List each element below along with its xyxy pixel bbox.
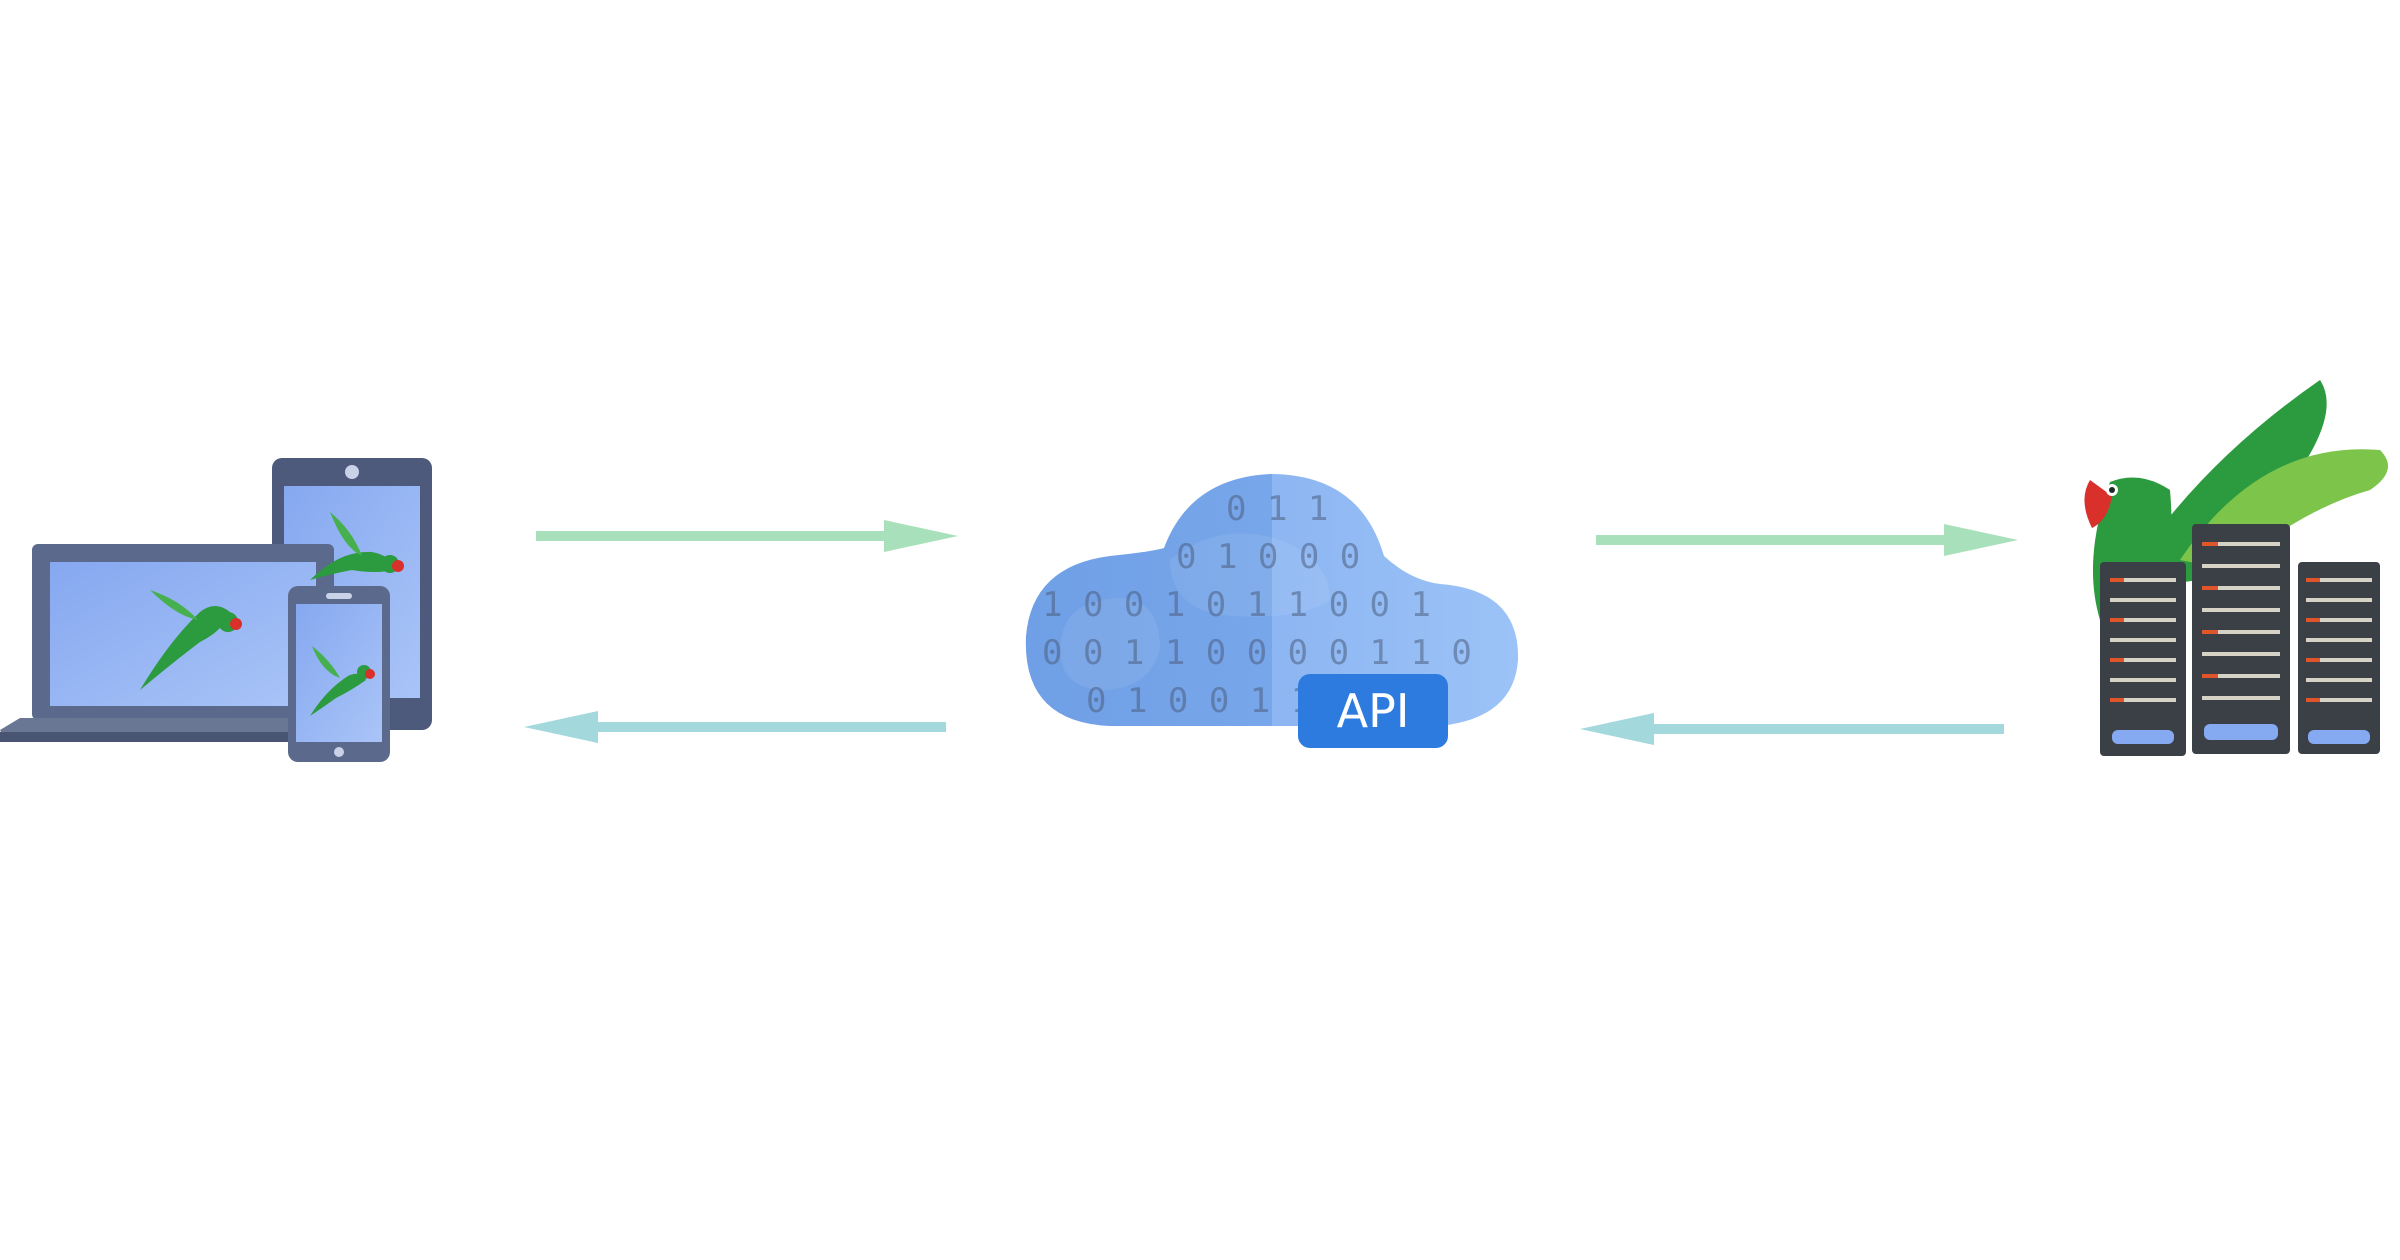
binary-row: 0 1 1 xyxy=(1226,489,1328,529)
server-unit xyxy=(2100,562,2186,756)
response-arrow-server-to-api xyxy=(1580,713,2004,745)
binary-row: 0 0 1 1 0 0 0 0 1 1 0 xyxy=(1042,633,1472,673)
parrot-icon xyxy=(310,646,375,716)
binary-row: 0 1 0 0 0 xyxy=(1176,537,1360,577)
server-unit xyxy=(2298,562,2380,754)
response-arrow-api-to-client xyxy=(524,711,946,743)
api-cloud: 0 1 1 0 1 0 0 0 1 0 0 1 0 1 1 0 0 1 0 0 … xyxy=(1025,474,1519,748)
parrot-icon xyxy=(140,590,242,690)
binary-row: 1 0 0 1 0 1 1 0 0 1 xyxy=(1042,585,1431,625)
request-arrow-client-to-api xyxy=(536,520,958,552)
api-label: API xyxy=(1337,684,1410,738)
binary-text: 0 1 1 0 1 0 0 0 1 0 0 1 0 1 1 0 0 1 0 0 … xyxy=(1042,489,1472,721)
client-devices xyxy=(0,458,432,762)
cloud-icon xyxy=(1025,474,1519,726)
server-rack-icon xyxy=(2084,380,2388,756)
parrot-icon xyxy=(310,512,404,580)
server-unit xyxy=(2192,524,2290,754)
api-badge: API xyxy=(1298,674,1448,748)
request-arrow-api-to-server xyxy=(1596,524,2018,556)
